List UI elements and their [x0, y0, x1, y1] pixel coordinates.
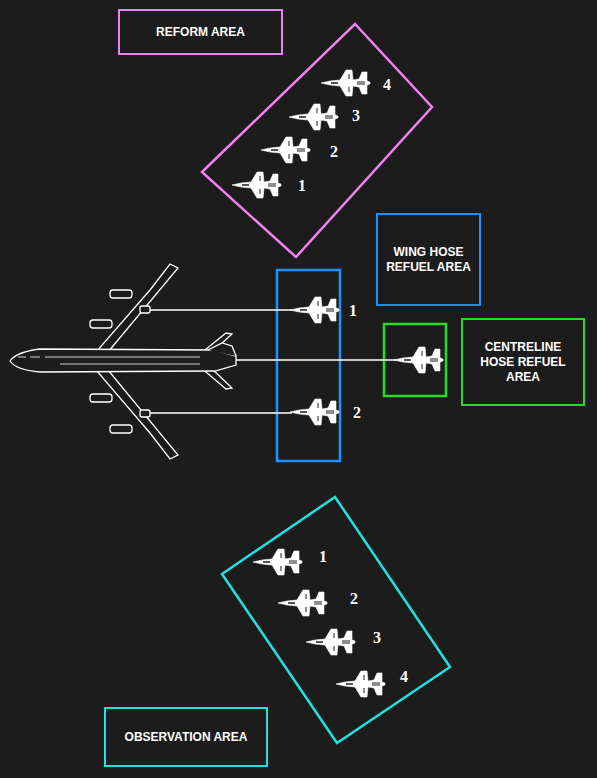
- area-label: REFORM AREA: [156, 25, 245, 40]
- callout-number: 2: [353, 404, 361, 422]
- callout-number: 4: [383, 76, 391, 94]
- callout-number: 2: [330, 143, 338, 161]
- callout-number: 1: [349, 302, 357, 320]
- callout-number: 4: [400, 668, 408, 686]
- tanker-aircraft: [10, 264, 236, 459]
- area-box: CENTRELINE HOSE REFUEL AREA: [461, 318, 585, 406]
- callout-number: 2: [350, 590, 358, 608]
- area-label: OBSERVATION AREA: [125, 730, 248, 745]
- area-box: OBSERVATION AREA: [104, 707, 268, 767]
- area-box: REFORM AREA: [118, 9, 283, 55]
- callout-number: 1: [319, 548, 327, 566]
- callout-number: 3: [352, 107, 360, 125]
- area-label: CENTRELINE HOSE REFUEL AREA: [469, 340, 577, 385]
- wing-position-outline: [277, 270, 340, 461]
- area-label: WING HOSE REFUEL AREA: [384, 245, 473, 275]
- area-box: WING HOSE REFUEL AREA: [376, 213, 481, 306]
- fighter-aircraft: [232, 70, 443, 697]
- callout-number: 1: [298, 177, 306, 195]
- callout-number: 3: [373, 629, 381, 647]
